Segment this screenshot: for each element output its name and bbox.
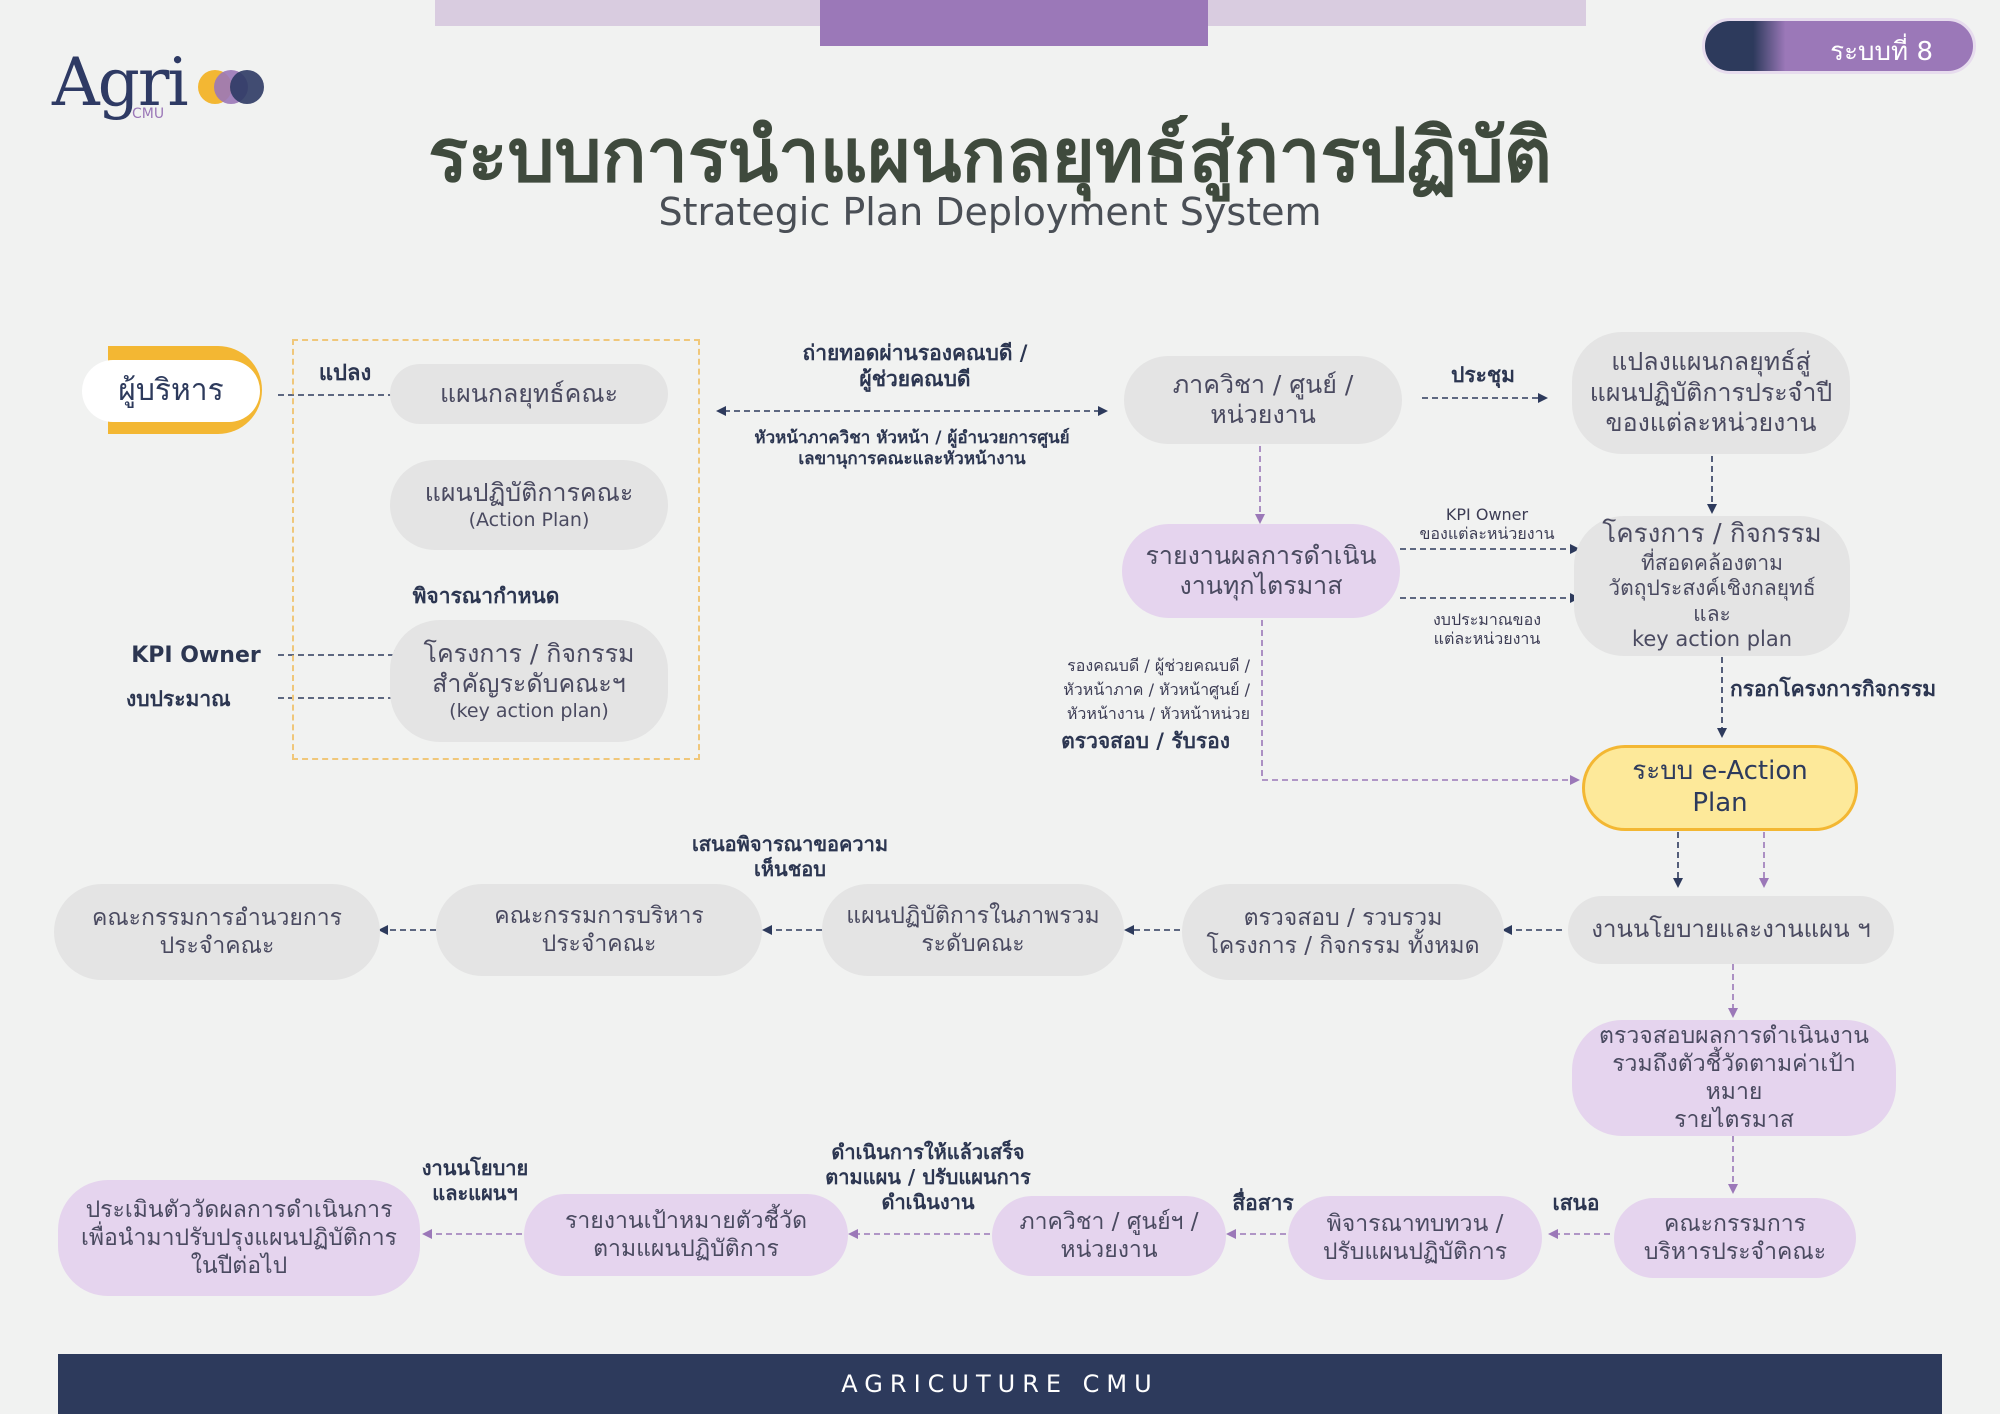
footer-bar: AGRICUTURE CMU [58, 1354, 1942, 1414]
check-results-label: ตรวจสอบผลการดำเนินงาน รวมถึงตัวชี้วัดตาม… [1599, 1022, 1869, 1134]
page-title: ระบบการนำแผนกลยุทธ์สู่การปฏิบัติ [428, 113, 1552, 199]
admin-committee-2-label: คณะกรรมการ บริหารประจำคณะ [1643, 1210, 1827, 1265]
label-verifiers: รองคณบดี / ผู้ช่วยคณบดี / หัวหน้าภาค / ห… [1063, 656, 1250, 723]
e-action-plan-label: ระบบ e-Action Plan [1632, 756, 1808, 818]
check-results-node: ตรวจสอบผลการดำเนินงาน รวมถึงตัวชี้วัดตาม… [1572, 1020, 1896, 1136]
label-kpi-owner-unit: KPI Owner ของแต่ละหน่วยงาน [1419, 505, 1555, 544]
label-consider-define: พิจารณากำหนด [412, 584, 560, 608]
top-bar-center [820, 0, 1208, 46]
department-node: ภาควิชา / ศูนย์ / หน่วยงาน [1124, 356, 1402, 444]
faculty-plan-frame [292, 339, 700, 760]
logo-circle-navy [230, 70, 264, 104]
evaluate-label: ประเมินตัววัดผลการดำเนินการ เพื่อนำมาปรั… [80, 1196, 398, 1280]
aligned-projects-title: โครงการ / กิจกรรม [1602, 518, 1822, 549]
label-cascade: ถ่ายทอดผ่านรองคณบดี / ผู้ช่วยคณบดี [802, 341, 1028, 392]
key-projects-label: โครงการ / กิจกรรม สำคัญระดับคณะฯ [423, 638, 635, 699]
check-compile-node: ตรวจสอบ / รวบรวม โครงการ / กิจกรรม ทั้งห… [1182, 884, 1504, 980]
label-verify-certify: ตรวจสอบ / รับรอง [1061, 729, 1230, 753]
label-translate: แปลง [318, 361, 372, 386]
admin-committee-label: คณะกรรมการบริหาร ประจำคณะ [494, 902, 704, 957]
review-plan-node: พิจารณาทบทวน / ปรับแผนปฏิบัติการ [1288, 1196, 1542, 1280]
evaluate-node: ประเมินตัววัดผลการดำเนินการ เพื่อนำมาปรั… [58, 1180, 420, 1296]
label-kpi-owner: KPI Owner [131, 643, 261, 668]
annual-translation-node: แปลงแผนกลยุทธ์สู่ แผนปฏิบัติการประจำปี ข… [1572, 332, 1850, 454]
overall-plan-label: แผนปฏิบัติการในภาพรวม ระดับคณะ [846, 902, 1100, 957]
label-communicate: สื่อสาร [1232, 1191, 1294, 1215]
agri-cmu-logo: Agri CMU [52, 44, 282, 144]
check-compile-label: ตรวจสอบ / รวบรวม โครงการ / กิจกรรม ทั้งห… [1206, 904, 1480, 959]
annual-translation-label: แปลงแผนกลยุทธ์สู่ แผนปฏิบัติการประจำปี ข… [1589, 347, 1833, 438]
admin-committee-2-node: คณะกรรมการ บริหารประจำคณะ [1614, 1198, 1856, 1278]
report-targets-node: รายงานเป้าหมายตัวชี้วัด ตามแผนปฏิบัติการ [524, 1194, 848, 1276]
overall-plan-node: แผนปฏิบัติการในภาพรวม ระดับคณะ [822, 884, 1124, 976]
faculty-strategic-plan-node: แผนกลยุทธ์คณะ [390, 364, 668, 424]
key-projects-sub: (key action plan) [449, 699, 609, 722]
quarter-report-label: รายงานผลการดำเนิน งานทุกไตรมาส [1145, 540, 1377, 601]
top-bar-right [1208, 0, 1586, 26]
label-policy-plan-short: งานนโยบาย และแผนฯ [421, 1156, 529, 1205]
policy-plan-node: งานนโยบายและงานแผน ฯ [1568, 896, 1894, 964]
footer-text: AGRICUTURE CMU [841, 1370, 1159, 1398]
aligned-projects-node: โครงการ / กิจกรรม ที่สอดคล้องตาม วัตถุปร… [1574, 516, 1850, 656]
label-budget: งบประมาณ [126, 687, 231, 711]
director-committee-node: คณะกรรมการอำนวยการ ประจำคณะ [54, 884, 380, 980]
faculty-action-plan-node: แผนปฏิบัติการคณะ (Action Plan) [390, 460, 668, 550]
faculty-action-plan-sub: (Action Plan) [468, 508, 590, 531]
logo-sub: CMU [132, 106, 165, 122]
page-subtitle: Strategic Plan Deployment System [658, 190, 1322, 234]
label-propose: เสนอ [1552, 1191, 1600, 1215]
report-targets-label: รายงานเป้าหมายตัวชี้วัด ตามแผนปฏิบัติการ [564, 1207, 808, 1262]
system-badge-label: ระบบที่ 8 [1830, 37, 1933, 67]
aligned-projects-body: ที่สอดคล้องตาม วัตถุประสงค์เชิงกลยุทธ์แล… [1608, 550, 1816, 652]
department-2-label: ภาควิชา / ศูนย์ฯ / หน่วยงาน [1019, 1208, 1199, 1263]
key-projects-node: โครงการ / กิจกรรม สำคัญระดับคณะฯ (key ac… [390, 620, 668, 742]
faculty-strategic-plan-label: แผนกลยุทธ์คณะ [439, 378, 619, 408]
arrow-report-to-eaction [1261, 620, 1580, 785]
policy-plan-label: งานนโยบายและงานแผน ฯ [1591, 915, 1871, 944]
department-label: ภาควิชา / ศูนย์ / หน่วยงาน [1172, 369, 1354, 430]
executive-label: ผู้บริหาร [118, 372, 224, 408]
e-action-plan-node: ระบบ e-Action Plan [1582, 745, 1858, 831]
label-budget-unit: งบประมาณของ แต่ละหน่วยงาน [1432, 610, 1542, 649]
executive-node: ผู้บริหาร [82, 360, 260, 422]
review-plan-label: พิจารณาทบทวน / ปรับแผนปฏิบัติการ [1322, 1210, 1508, 1265]
system-badge: ระบบที่ 8 [1702, 18, 1976, 74]
logo-text: Agri [52, 44, 189, 121]
department-2-node: ภาควิชา / ศูนย์ฯ / หน่วยงาน [992, 1196, 1226, 1276]
label-meeting: ประชุม [1451, 363, 1515, 387]
faculty-action-plan-label: แผนปฏิบัติการคณะ [424, 478, 634, 508]
top-bar-left [435, 0, 820, 26]
director-committee-label: คณะกรรมการอำนวยการ ประจำคณะ [91, 904, 343, 959]
label-execute: ดำเนินการให้แล้วเสร็จ ตามแผน / ปรับแผนกา… [825, 1140, 1031, 1214]
admin-committee-node: คณะกรรมการบริหาร ประจำคณะ [436, 884, 762, 976]
quarter-report-node: รายงานผลการดำเนิน งานทุกไตรมาส [1122, 524, 1400, 618]
label-fill-projects: กรอกโครงการกิจกรรม [1730, 677, 1937, 701]
label-cascade-sub: หัวหน้าภาควิชา หัวหน้า / ผู้อำนวยการศูนย… [754, 428, 1070, 470]
label-propose-approval: เสนอพิจารณาขอความ เห็นชอบ [691, 832, 889, 881]
